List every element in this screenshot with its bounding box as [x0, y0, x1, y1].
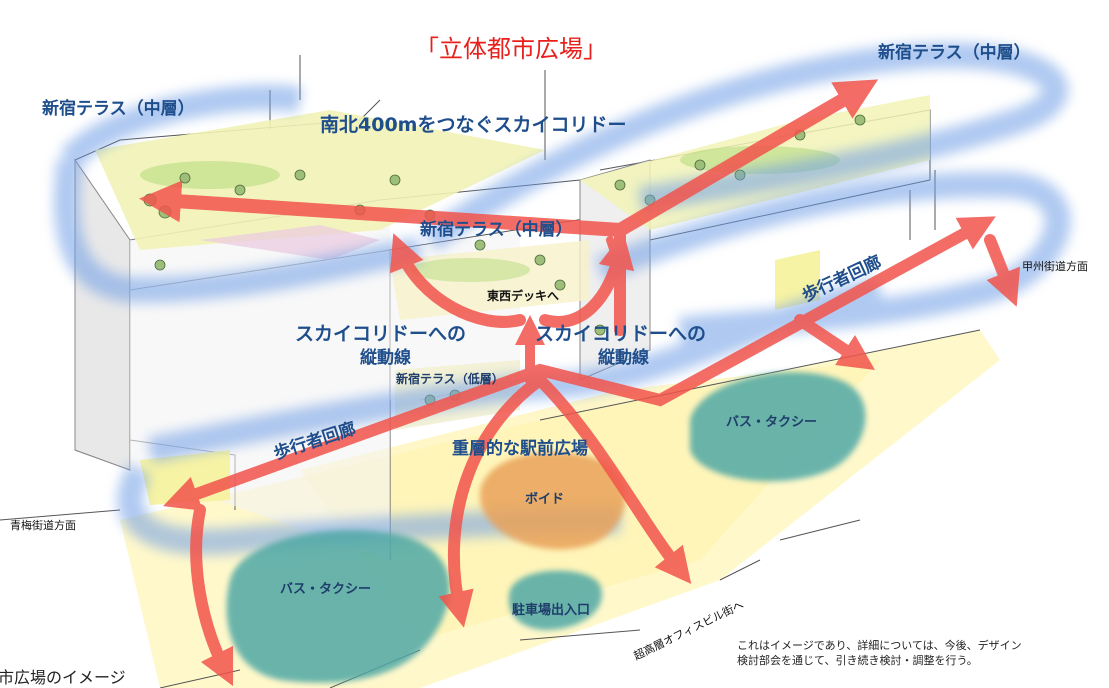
label-vertical-left-1: スカイコリドーへの [295, 323, 467, 345]
note-line-2: 検討部会を通じて、引き続き検討・調整を行う。 [737, 653, 978, 667]
label-station-plaza: 重層的な駅前広場 [452, 439, 588, 459]
label-ome: 青梅街道方面 [10, 519, 76, 532]
label-east-west-deck: 東西デッキへ [487, 289, 560, 303]
caption-text: 市広場のイメージ [0, 668, 126, 687]
label-koshu: 甲州街道方面 [1022, 260, 1088, 273]
label-vertical-right-2: 縦動線 [598, 348, 649, 368]
label-vertical-left-2: 縦動線 [360, 348, 411, 368]
note: これはイメージであり、詳細については、今後、デザイン 検討部会を通じて、引き続き… [737, 639, 1022, 669]
label-terrace-low: 新宿テラス（低層） [396, 372, 504, 386]
label-bus-taxi-left: バス・タクシー [280, 582, 372, 597]
label-vertical-right-1: スカイコリドーへの [535, 323, 707, 345]
label-terrace-mid-center: 新宿テラス（中層） [420, 220, 573, 240]
page-title: 「立体都市広場」 [415, 35, 607, 63]
label-void: ボイド [525, 492, 565, 507]
label-parking: 駐車場出入口 [512, 603, 591, 618]
label-sky-corridor: 南北400mをつなぐスカイコリドー [320, 114, 627, 136]
note-line-1: これはイメージであり、詳細については、今後、デザイン [737, 639, 1022, 652]
label-terrace-mid-right: 新宿テラス（中層） [878, 43, 1031, 63]
label-terrace-mid-left: 新宿テラス（中層） [42, 99, 195, 119]
label-bus-taxi-right: バス・タクシー [726, 415, 818, 430]
red-arrows [139, 79, 1021, 687]
